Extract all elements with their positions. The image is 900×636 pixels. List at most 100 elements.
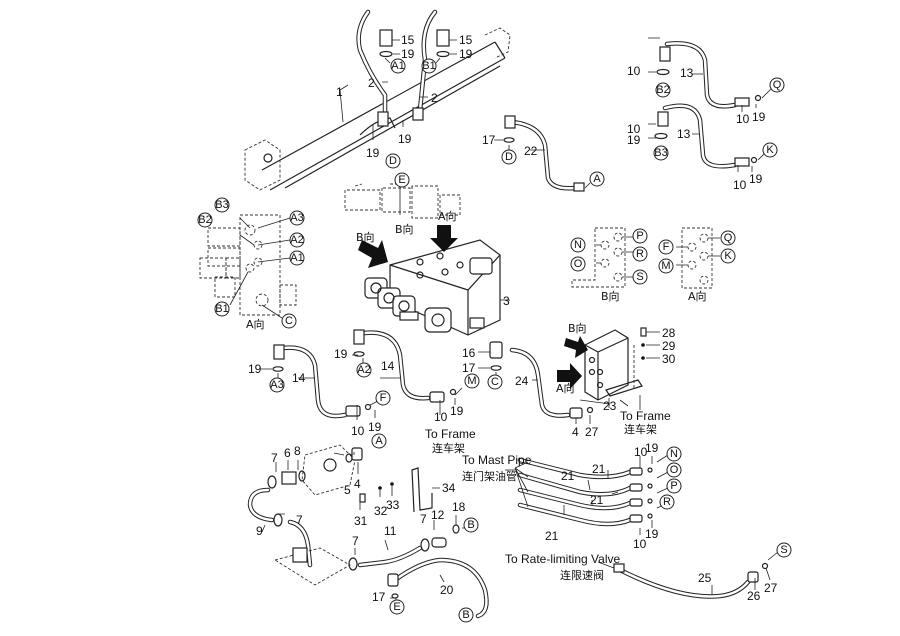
label-16: 16 (462, 346, 476, 360)
svg-text:B3: B3 (215, 199, 228, 211)
port-r: R (659, 494, 675, 510)
b-arrow-label: B向 (356, 230, 375, 244)
label-5: 5 (344, 483, 351, 497)
port-s: S (776, 542, 792, 558)
label-34: 34 (442, 481, 456, 495)
hose-24 (509, 347, 594, 419)
svg-text:Q: Q (773, 79, 782, 91)
hose-14-right (353, 329, 457, 403)
fitting-15-left (379, 29, 393, 58)
leader-lines (229, 37, 779, 602)
note-to-mast-pipe-cn: 连门架油管 (462, 469, 517, 483)
svg-text:B: B (462, 609, 469, 621)
port-n: N (666, 446, 682, 462)
svg-text:B2: B2 (198, 214, 211, 226)
label-7: 7 (420, 512, 427, 526)
svg-text:O: O (574, 258, 583, 270)
label-21: 21 (592, 462, 606, 476)
hydraulic-pump (267, 444, 363, 496)
label-10: 10 (434, 410, 448, 424)
label-17: 17 (462, 361, 476, 375)
port-bv-o: O (570, 256, 586, 272)
tank-outlet (273, 547, 351, 586)
arrow-a-bracket (557, 363, 582, 389)
label-25: 25 (698, 571, 712, 585)
svg-text:B1: B1 (215, 303, 228, 315)
label-10: 10 (627, 122, 641, 136)
port-pump-a: A (371, 433, 387, 449)
svg-text:K: K (766, 144, 774, 156)
svg-text:R: R (663, 496, 671, 508)
label-24: 24 (515, 374, 529, 388)
label-19: 19 (645, 441, 659, 455)
label-23: 23 (603, 399, 617, 413)
label-19: 19 (401, 47, 415, 61)
svg-text:E: E (398, 174, 405, 186)
label-10: 10 (736, 112, 750, 126)
port-left-b3: B3 (214, 197, 230, 213)
svg-text:A: A (375, 435, 383, 447)
svg-text:A2: A2 (357, 364, 370, 376)
label-27: 27 (764, 581, 778, 595)
part-number-labels: 1 2 2 3 4 4 5 6 7 7 7 7 8 9 10 10 10 10 … (248, 33, 778, 604)
port-d: D (385, 153, 401, 169)
label-19: 19 (248, 362, 262, 376)
svg-text:C: C (491, 376, 499, 388)
svg-text:D: D (505, 151, 513, 163)
port-d-22: D (501, 149, 517, 165)
b-view-label: B向 (395, 222, 414, 236)
port-q: Q (769, 77, 785, 93)
svg-text:A1: A1 (391, 60, 404, 72)
label-27: 27 (585, 425, 599, 439)
hose-13-lower (654, 103, 758, 169)
port-av-q: Q (720, 230, 736, 246)
svg-text:S: S (636, 271, 643, 283)
port-bv-p: P (632, 228, 648, 244)
hose-20 (387, 557, 489, 619)
port-p: P (666, 478, 682, 494)
port-av-f: F (658, 239, 674, 255)
svg-text:B2: B2 (656, 84, 669, 96)
label-13: 13 (680, 66, 694, 80)
svg-text:B3: B3 (654, 147, 667, 159)
port-left-b2: B2 (197, 212, 213, 228)
svg-text:E: E (393, 601, 400, 613)
arrow-b-direction (358, 240, 388, 268)
label-12: 12 (431, 508, 445, 522)
label-1: 1 (336, 85, 343, 99)
svg-text:N: N (670, 448, 678, 460)
port-left-a3: A3 (289, 210, 305, 226)
b-view-label: B向 (601, 289, 620, 303)
view-direction-labels: B向 A向 A向 B向 B向 A向 B向 A向 (246, 209, 707, 395)
svg-text:A3: A3 (270, 379, 283, 391)
label-10: 10 (633, 537, 647, 551)
hose-22 (503, 115, 585, 192)
a-view-port-schematic (676, 227, 720, 289)
svg-text:M: M (467, 375, 476, 387)
a-view-label: A向 (246, 317, 265, 331)
label-19: 19 (749, 172, 763, 186)
port-bv-r: R (632, 246, 648, 262)
port-left-c: C (281, 313, 297, 329)
label-10: 10 (634, 445, 648, 459)
label-19: 19 (398, 132, 412, 146)
a-view-label: A向 (438, 209, 457, 223)
port-a1: A1 (390, 58, 406, 74)
note-to-frame-cn: 连车架 (624, 422, 657, 436)
hoses-21 (514, 457, 653, 527)
hose-25 (613, 562, 769, 599)
hose-9 (247, 487, 313, 568)
note-to-rate-limiting-valve-en: To Rate-limiting Valve (505, 552, 620, 566)
label-2: 2 (368, 76, 375, 90)
label-19: 19 (752, 110, 766, 124)
svg-text:K: K (724, 250, 732, 262)
label-26: 26 (747, 589, 761, 603)
svg-text:B: B (467, 519, 474, 531)
svg-text:S: S (780, 544, 787, 556)
arrow-b-bracket (564, 336, 588, 358)
label-15: 15 (459, 33, 473, 47)
port-elbow-c: C (487, 374, 503, 390)
label-19: 19 (459, 47, 473, 61)
label-32: 32 (374, 504, 388, 518)
